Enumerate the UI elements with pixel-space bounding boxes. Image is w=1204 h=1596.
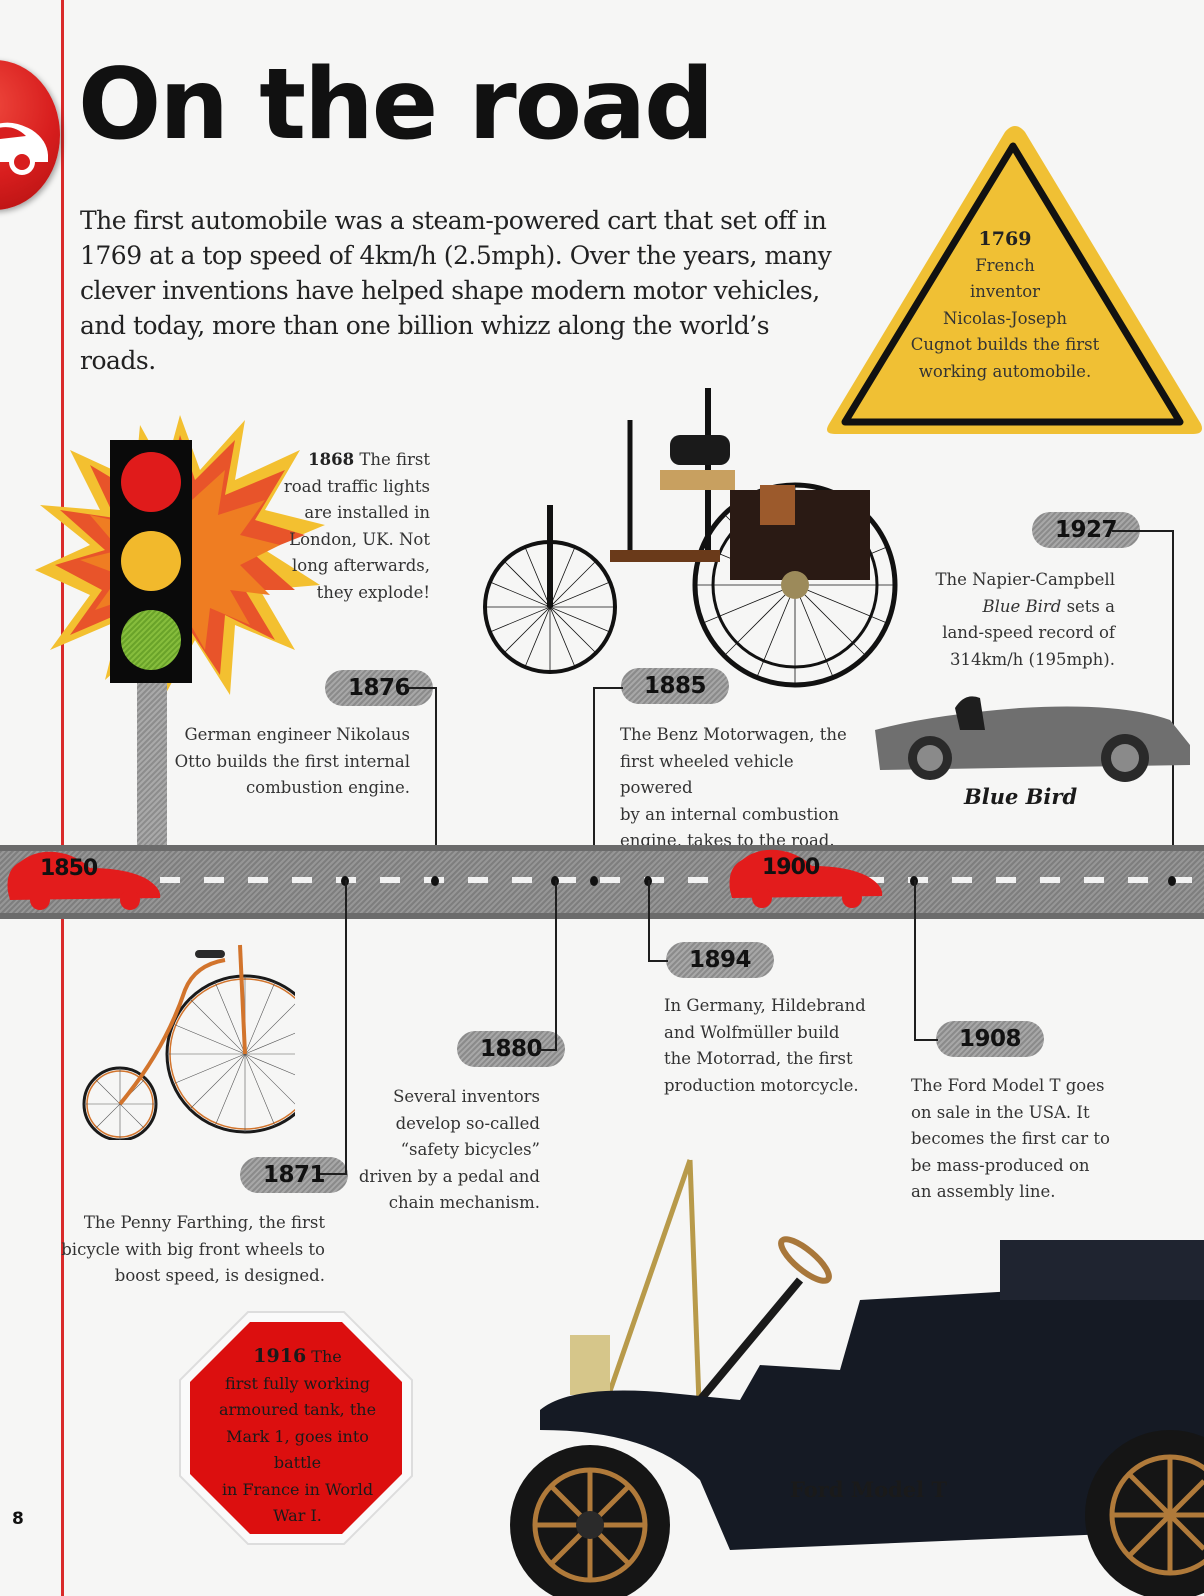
traffic-light-pole — [137, 670, 167, 850]
page-number: 8 — [12, 1509, 24, 1529]
callout-1885: The Benz Motorwagen, the first wheeled v… — [620, 725, 847, 850]
timeline-dot-1876 — [431, 876, 439, 886]
timeline-dot-1927 — [1168, 876, 1176, 886]
blue-bird-car-image — [875, 696, 1190, 782]
penny-farthing-image — [82, 944, 295, 1140]
callout-1908: The Ford Model T goes on sale in the USA… — [911, 1076, 1110, 1201]
road-year-1850: 1850 — [40, 856, 98, 881]
connector-1908 — [914, 880, 938, 1041]
amber-lamp-icon — [121, 531, 181, 591]
callout-1871: The Penny Farthing, the first bicycle wi… — [61, 1213, 325, 1285]
road-year-1900: 1900 — [762, 855, 820, 880]
connector-1927 — [1112, 530, 1174, 882]
green-lamp-icon — [121, 610, 181, 670]
stop-sign-octagon-icon — [179, 1311, 413, 1545]
red-car-1900-icon — [729, 849, 883, 908]
callout-1927: The Napier-Campbell Blue Bird sets a lan… — [935, 570, 1115, 669]
road-dashes — [160, 877, 1204, 883]
callout-1894: In Germany, Hildebrand and Wolfmüller bu… — [664, 996, 866, 1095]
year-pill-1927: 1927 — [1032, 512, 1140, 548]
intro-paragraph: The first automobile was a steam-powered… — [80, 206, 832, 375]
callout-1769: 1769 French inventor Nicolas-Joseph Cugn… — [910, 228, 1100, 381]
year-pill-1871: 1871 — [240, 1157, 348, 1193]
callout-1880: Several inventors develop so-called “saf… — [358, 1087, 540, 1212]
connector-1885 — [593, 687, 623, 882]
warning-triangle-icon — [827, 126, 1202, 434]
connector-1894 — [648, 880, 668, 962]
year-pill-1894: 1894 — [666, 942, 774, 978]
callout-1868: 1868 The first road traffic lights are i… — [283, 450, 430, 602]
timeline-dot-1885 — [590, 876, 598, 886]
connector-1880 — [537, 880, 557, 1051]
traffic-light-icon — [110, 440, 192, 683]
callout-1916: 1916 The first fully working armoured ta… — [218, 1345, 377, 1525]
red-car-1850-icon — [7, 851, 161, 910]
page-margin-line — [61, 0, 64, 1596]
page-title: On the road — [78, 48, 714, 162]
blue-bird-caption: Blue Bird — [964, 784, 1078, 809]
ford-model-t-caption: Ford Model T — [790, 1477, 948, 1502]
car-badge-icon — [0, 60, 60, 210]
ford-model-t-image — [510, 1159, 1204, 1596]
year-pill-1908: 1908 — [936, 1021, 1044, 1057]
red-lamp-icon — [121, 452, 181, 512]
connector-1876 — [405, 687, 437, 882]
callout-1876: German engineer Nikolaus Otto builds the… — [174, 725, 410, 797]
connector-1871 — [320, 880, 347, 1175]
year-pill-1885: 1885 — [621, 668, 729, 704]
benz-motorwagen-image — [483, 388, 898, 688]
